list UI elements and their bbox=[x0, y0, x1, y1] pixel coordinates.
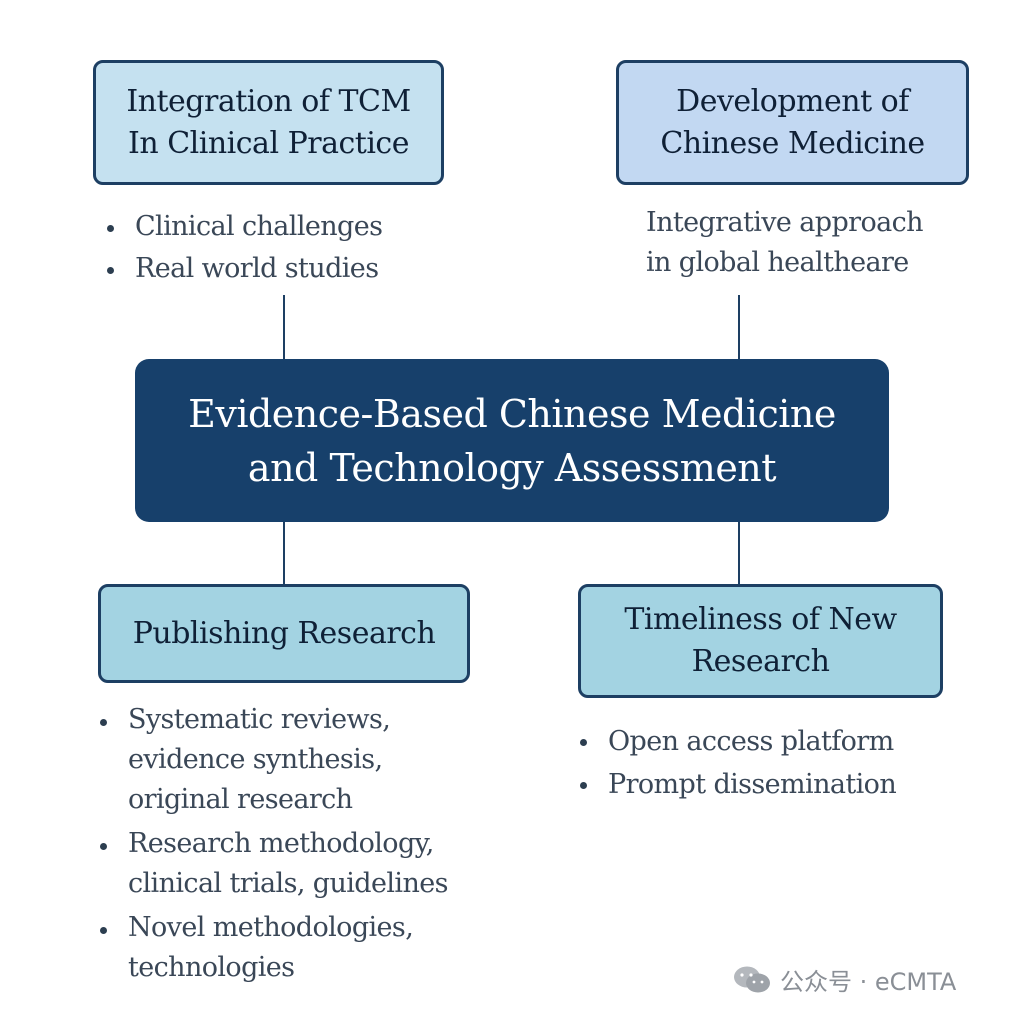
node-integration-tcm: Integration of TCM In Clinical Practice bbox=[93, 60, 444, 185]
watermark: 公众号 · eCMTA bbox=[732, 962, 956, 997]
connector-bottom-left bbox=[283, 522, 285, 584]
bullet-item: Novel methodologies, technologies bbox=[98, 908, 478, 988]
wechat-icon bbox=[732, 964, 772, 996]
bullet-list-publishing: Systematic reviews, evidence synthesis, … bbox=[98, 700, 478, 992]
description-line: in global healtheare bbox=[646, 247, 909, 278]
bullet-item: Open access platform bbox=[578, 720, 896, 763]
bullet-item: Research methodology, clinical trials, g… bbox=[98, 824, 478, 904]
bullet-line: Systematic reviews, bbox=[128, 704, 391, 735]
node-description-development: Integrative approach in global healthear… bbox=[646, 203, 976, 283]
connector-bottom-right bbox=[738, 522, 740, 584]
bullet-line: evidence synthesis, bbox=[128, 744, 383, 775]
bullet-item: Prompt dissemination bbox=[578, 763, 897, 806]
central-title-line: and Technology Assessment bbox=[247, 445, 777, 490]
bullet-item: Clinical challenges bbox=[105, 206, 383, 248]
bullet-line: original research bbox=[128, 784, 353, 815]
node-publishing-research: Publishing Research bbox=[98, 584, 470, 683]
central-title-line: Evidence-Based Chinese Medicine bbox=[188, 391, 836, 436]
bullet-list-timeliness: Open access platform Prompt disseminatio… bbox=[578, 720, 897, 806]
bullet-item: Systematic reviews, evidence synthesis, … bbox=[98, 700, 478, 820]
description-line: Integrative approach bbox=[646, 207, 924, 238]
node-title-line: Timeliness of New bbox=[624, 602, 897, 637]
bullet-line: Novel methodologies, bbox=[128, 912, 414, 943]
watermark-text: 公众号 · eCMTA bbox=[780, 968, 957, 996]
bullet-line: Research methodology, bbox=[128, 828, 434, 859]
node-title-line: Integration of TCM bbox=[126, 83, 411, 119]
node-title-line: Development of bbox=[676, 83, 909, 119]
node-title: Publishing Research bbox=[132, 615, 436, 651]
connector-top-left bbox=[283, 295, 285, 359]
node-development-chinese-medicine: Development of Chinese Medicine bbox=[616, 60, 969, 185]
node-title-line: Research bbox=[691, 644, 830, 679]
bullet-line: technologies bbox=[128, 952, 295, 983]
node-title-line: Chinese Medicine bbox=[660, 125, 925, 161]
node-title-line: In Clinical Practice bbox=[127, 125, 410, 161]
connector-top-right bbox=[738, 295, 740, 359]
bullet-item: Real world studies bbox=[105, 248, 382, 290]
node-timeliness-research: Timeliness of New Research bbox=[578, 584, 943, 698]
bullet-line: clinical trials, guidelines bbox=[128, 868, 448, 899]
central-node-ebcm: Evidence-Based Chinese Medicine and Tech… bbox=[135, 359, 889, 522]
bullet-list-integration: Clinical challenges Real world studies bbox=[105, 206, 383, 290]
